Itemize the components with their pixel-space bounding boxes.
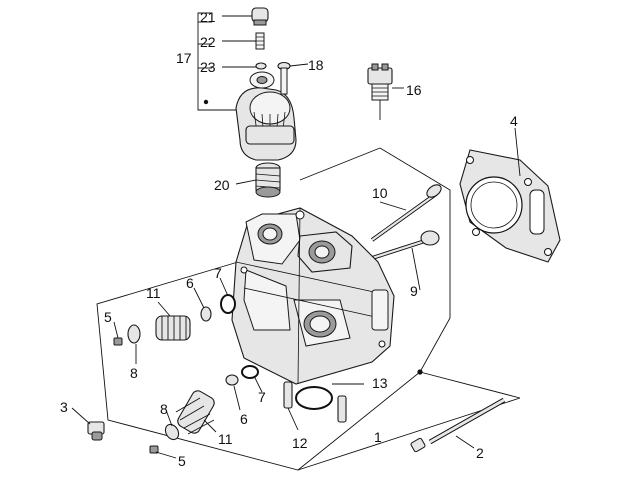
- callout-11-lower: 11: [218, 431, 233, 447]
- callout-18: 18: [308, 57, 324, 73]
- callout-7-lower: 7: [258, 389, 266, 405]
- callout-3: 3: [60, 399, 68, 415]
- bolt-part-2: [410, 397, 506, 453]
- gasket-part-4: [459, 127, 561, 263]
- bracket-17: [197, 12, 250, 111]
- valve-part-9: [365, 230, 440, 291]
- callout-23: 23: [200, 59, 216, 75]
- callout-9: 9: [410, 283, 418, 299]
- valve-part-10: [370, 184, 442, 242]
- callout-21: 21: [200, 9, 216, 25]
- cap-part-21: [222, 7, 269, 26]
- callout-20: 20: [214, 177, 230, 193]
- callout-16: 16: [406, 82, 422, 98]
- sensor-part-16: [367, 63, 404, 120]
- callout-5-lower: 5: [178, 453, 186, 469]
- washer-part-23: [222, 62, 267, 70]
- thermostat-housing-part-17: [235, 71, 297, 161]
- valve-train-lower: [149, 365, 263, 459]
- plug-part-3: [71, 407, 105, 441]
- valve-train-upper: [113, 277, 236, 364]
- callout-10: 10: [372, 185, 388, 201]
- callout-1: 1: [374, 429, 382, 445]
- callout-8-upper: 8: [130, 365, 138, 381]
- cylinder-head-part-1: [231, 207, 423, 385]
- callout-12: 12: [292, 435, 308, 451]
- sensor-part-22: [222, 32, 265, 50]
- callout-6-upper: 6: [186, 275, 194, 291]
- callout-22: 22: [200, 34, 216, 50]
- oring-part-13: [295, 383, 364, 410]
- bolt-part-18: [277, 61, 309, 95]
- dowel-part-12: [283, 381, 347, 431]
- callout-17: 17: [176, 50, 192, 66]
- callout-labels: 21 22 17 23 18 16 4 10 20 9 7 6 11 5 8 1…: [60, 9, 518, 469]
- callout-13: 13: [372, 375, 388, 391]
- callout-4: 4: [510, 113, 518, 129]
- callout-2: 2: [476, 445, 484, 461]
- thermostat-part-20: [235, 162, 281, 198]
- callout-5-upper: 5: [104, 309, 112, 325]
- callout-6-lower: 6: [240, 411, 248, 427]
- callout-8-lower: 8: [160, 401, 168, 417]
- callout-7-upper: 7: [214, 265, 222, 281]
- callout-11-upper: 11: [146, 285, 161, 301]
